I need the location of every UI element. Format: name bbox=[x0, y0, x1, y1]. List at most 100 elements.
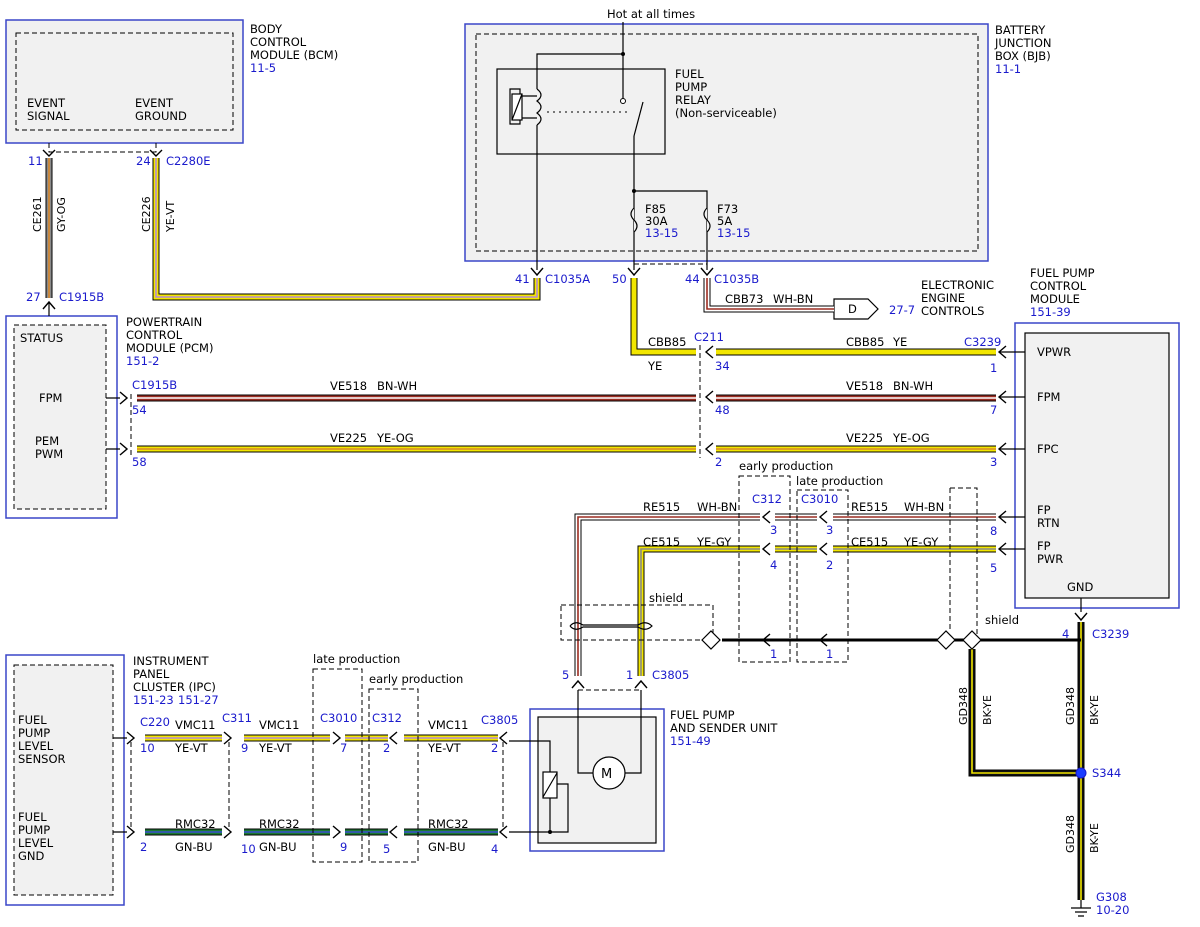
wire-cbb85-stroke bbox=[633, 278, 696, 353]
bjb-pin-44: 44 bbox=[685, 272, 700, 286]
fpcm-module: FUEL PUMP CONTROL MODULE 151-39 VPWR FPM… bbox=[964, 266, 1180, 641]
wire-ce261-id: CE261 bbox=[31, 196, 44, 232]
fpsu-connector-c3805: C3805 bbox=[652, 668, 689, 682]
c312-ipc-pin-arrow bbox=[388, 731, 398, 745]
pcm-label: CONTROL bbox=[126, 328, 183, 342]
wire-vmc11-color: YE-VT bbox=[427, 741, 462, 755]
ipc-ref: 151-23 bbox=[133, 693, 174, 707]
bcm-module: BODY CONTROL MODULE (BCM) 11-5 EVENT SIG… bbox=[5, 19, 338, 168]
pcm-pin-54: 54 bbox=[132, 403, 147, 417]
eec-tag-letter: D bbox=[848, 302, 857, 316]
fpcm-pin-arrow bbox=[997, 542, 1007, 556]
wire-ve225-id: VE225 bbox=[330, 431, 367, 445]
eec-label: ELECTRONIC bbox=[921, 278, 994, 292]
eec-ref: 27-7 bbox=[889, 303, 915, 317]
ground-g308: G308 bbox=[1096, 890, 1127, 904]
ipc-label: CLUSTER (IPC) bbox=[133, 680, 216, 694]
wire-gd348 bbox=[968, 649, 1081, 777]
c312-pin-3: 3 bbox=[770, 523, 777, 537]
wire-gd348-color: BK-YE bbox=[1088, 823, 1101, 853]
fpcm-pin-8: 8 bbox=[990, 524, 997, 538]
bcm-event-signal-label: SIGNAL bbox=[27, 109, 70, 123]
late-production-label: late production bbox=[313, 652, 400, 666]
c3010-pin-1: 1 bbox=[826, 647, 833, 661]
c3010-pin-arrow bbox=[818, 542, 828, 556]
c3010-ipc-pin-arrow bbox=[332, 825, 342, 839]
wire-cbb73 bbox=[703, 278, 834, 313]
fpcm-pin-arrow bbox=[997, 390, 1007, 404]
bcm-label: CONTROL bbox=[250, 35, 307, 49]
c312-ipc-pin-2: 2 bbox=[383, 741, 390, 755]
eec-reference: D 27-7 ELECTRONIC ENGINE CONTROLS bbox=[833, 278, 994, 320]
late-production-label: late production bbox=[796, 474, 883, 488]
bjb-pin-arrow bbox=[700, 267, 714, 277]
ground-g308-icon bbox=[1071, 900, 1091, 917]
fpcm-connector-c3239-gnd: C3239 bbox=[1092, 627, 1129, 641]
splice-s344-dot bbox=[1075, 767, 1087, 779]
wire-gd348-id: GD348 bbox=[1064, 687, 1077, 725]
connector-c3010-ipc: C3010 bbox=[320, 711, 357, 725]
c3010-pin-3: 3 bbox=[826, 523, 833, 537]
bcm-inner-dash bbox=[15, 32, 234, 131]
wire-ce226-color: YE-VT bbox=[164, 200, 177, 233]
fpcm-ref: 151-39 bbox=[1030, 305, 1071, 319]
relay-switch-arm bbox=[633, 101, 644, 137]
c211-pin-arrow bbox=[704, 442, 714, 456]
wire-rmc32-color: GN-BU bbox=[175, 840, 213, 854]
fuse-f85-amp: 30A bbox=[645, 214, 668, 228]
wire-ce515-color: YE-GY bbox=[696, 535, 732, 549]
shield-label: shield bbox=[649, 591, 683, 605]
connector-c211: C211 bbox=[694, 330, 724, 344]
fpsu-label: AND SENDER UNIT bbox=[670, 721, 778, 735]
c311-pin-arrow bbox=[223, 825, 233, 839]
wire-rmc32-id: RMC32 bbox=[259, 817, 300, 831]
connector-c3010: C3010 bbox=[801, 492, 838, 506]
shield-label: shield bbox=[985, 613, 1019, 627]
wire-gd348-id: GD348 bbox=[957, 687, 970, 725]
fuse-f73-icon bbox=[703, 207, 711, 233]
wire-rmc32-id: RMC32 bbox=[175, 817, 216, 831]
c312-pin-1: 1 bbox=[770, 647, 777, 661]
ipc-gnd-label: GND bbox=[18, 849, 45, 863]
pcm-inner-dash bbox=[13, 324, 107, 510]
pcm-pin-27: 27 bbox=[26, 290, 41, 304]
bcm-connector-dash bbox=[48, 143, 157, 153]
bcm-connector-c2280e: C2280E bbox=[166, 154, 211, 168]
c312-ipc-pin-5: 5 bbox=[383, 842, 390, 856]
shield-termination-icon bbox=[962, 630, 982, 650]
c312-pin-arrow bbox=[761, 542, 771, 556]
bcm-pin-arrow bbox=[149, 149, 163, 157]
wire-vmc11-color: YE-VT bbox=[258, 741, 293, 755]
relay-contact bbox=[620, 98, 626, 104]
relay-label: RELAY bbox=[675, 93, 712, 107]
wire-ce515-id: CE515 bbox=[643, 535, 680, 549]
c3010-ipc-pin-9: 9 bbox=[340, 840, 347, 854]
connector-c312: C312 bbox=[752, 492, 782, 506]
hot-at-all-times-label: Hot at all times bbox=[607, 7, 695, 21]
c211-pin-arrow bbox=[704, 345, 714, 359]
shield-termination-icon bbox=[701, 630, 721, 650]
wire-ve518-color: BN-WH bbox=[377, 379, 417, 393]
wire-cbb73-color: WH-BN bbox=[773, 292, 813, 306]
wire-vmc11-id: VMC11 bbox=[259, 718, 299, 732]
ipc-gnd-label: FUEL bbox=[18, 810, 47, 824]
fpsu-pin-5: 5 bbox=[562, 668, 569, 682]
eec-label: CONTROLS bbox=[921, 304, 984, 318]
ipc-label: INSTRUMENT bbox=[133, 654, 210, 668]
pcm-pem-label: PWM bbox=[35, 447, 63, 461]
inline-connectors-ipc: C220 10 2 C311 9 10 late production earl… bbox=[113, 652, 518, 863]
c312-pin-arrow bbox=[761, 510, 771, 524]
wire-ve225-id: VE225 bbox=[846, 431, 883, 445]
eec-connector-tag bbox=[833, 298, 879, 320]
wire-vmc11-id: VMC11 bbox=[428, 718, 468, 732]
wire-ce515-stroke bbox=[640, 548, 760, 676]
ipc-sensor-label: LEVEL bbox=[18, 739, 54, 753]
wire-gd348-id: GD348 bbox=[1064, 815, 1077, 853]
fpcm-pin-arrow bbox=[997, 345, 1007, 359]
fpcm-label: FUEL PUMP bbox=[1030, 266, 1095, 280]
pcm-pin-arrow bbox=[119, 442, 129, 456]
bjb-pin-50: 50 bbox=[612, 272, 627, 286]
pcm-connector-c1915b: C1915B bbox=[132, 378, 177, 392]
wire-ce515-stroke bbox=[638, 546, 760, 676]
c211-pin-34: 34 bbox=[715, 359, 730, 373]
